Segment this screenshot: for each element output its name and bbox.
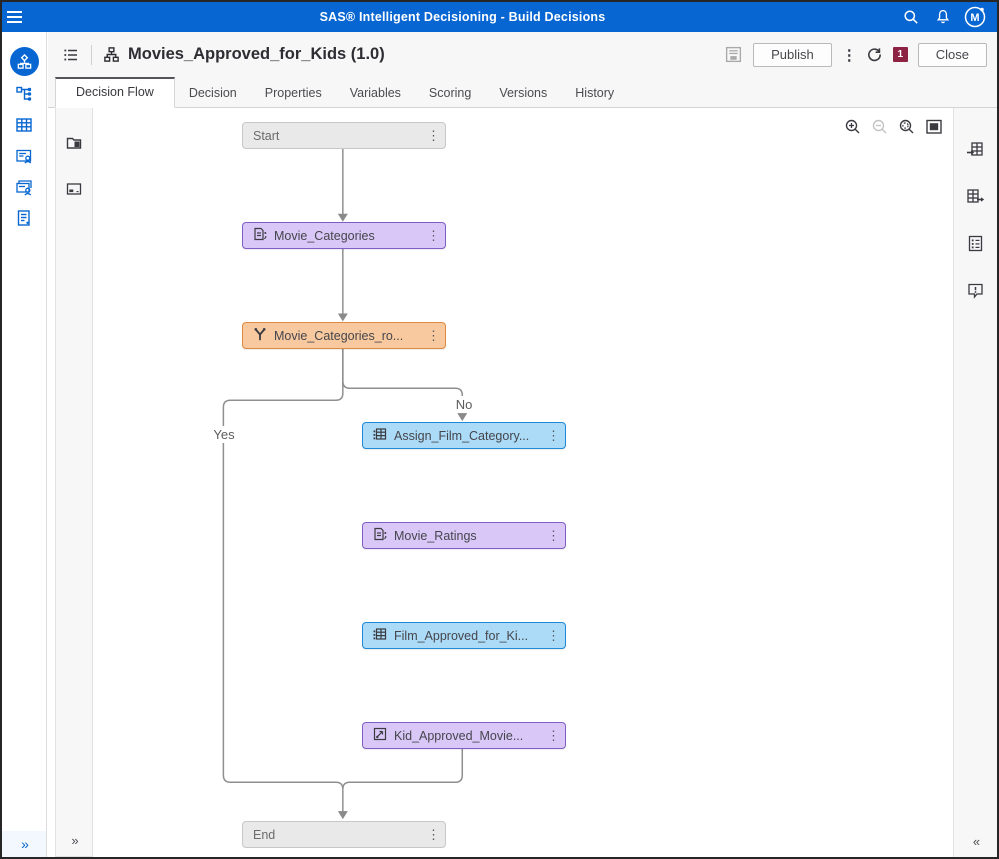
right-panel-collapse-chevrons[interactable]: « bbox=[972, 834, 980, 849]
table-icon bbox=[15, 116, 33, 139]
notes-icon[interactable] bbox=[724, 45, 743, 64]
tab-versions[interactable]: Versions bbox=[499, 86, 548, 100]
page-title: Movies_Approved_for_Kids (1.0) bbox=[128, 45, 385, 63]
tab-scoring[interactable]: Scoring bbox=[428, 86, 472, 100]
sidebar-item-lookup-tables[interactable] bbox=[2, 112, 47, 142]
flow-node-assign-film-category[interactable]: Assign_Film_Category... ⋮ bbox=[362, 422, 566, 449]
ruleset-icon bbox=[373, 427, 387, 444]
node-menu-icon[interactable]: ⋮ bbox=[547, 627, 560, 643]
lookup-table-icon bbox=[253, 227, 267, 244]
node-menu-icon[interactable]: ⋮ bbox=[427, 327, 440, 343]
flow-node-movie-categories[interactable]: Movie_Categories ⋮ bbox=[242, 222, 446, 249]
sidebar-item-rule-sets[interactable] bbox=[2, 143, 47, 173]
flow-node-end[interactable]: End ⋮ bbox=[242, 821, 446, 848]
output-data-icon[interactable] bbox=[966, 187, 985, 206]
lookup-table-icon bbox=[373, 527, 387, 544]
sidebar-expand-chevrons[interactable]: » bbox=[2, 831, 46, 857]
flow-edges bbox=[222, 148, 468, 820]
divider bbox=[91, 44, 92, 65]
zoom-fit-icon[interactable] bbox=[898, 118, 916, 136]
ruleset-card-user-icon bbox=[15, 178, 33, 201]
search-icon[interactable] bbox=[899, 5, 923, 29]
document-icon bbox=[15, 209, 33, 232]
model-icon bbox=[373, 727, 387, 744]
tab-properties[interactable]: Properties bbox=[264, 86, 322, 100]
checkout-cycle-icon[interactable] bbox=[866, 46, 883, 63]
ruleset-icon bbox=[373, 627, 387, 644]
tab-history[interactable]: History bbox=[575, 86, 615, 100]
app-title: SAS® Intelligent Decisioning - Build Dec… bbox=[319, 10, 606, 24]
canvas-toolbar bbox=[844, 118, 943, 136]
branch-icon bbox=[253, 327, 267, 344]
tab-decision-flow[interactable]: Decision Flow bbox=[55, 77, 175, 108]
branch-label-yes: Yes bbox=[206, 426, 242, 443]
tab-variables[interactable]: Variables bbox=[349, 86, 401, 100]
open-list-icon[interactable] bbox=[62, 46, 80, 64]
overview-frame-icon[interactable] bbox=[65, 180, 83, 198]
zoom-out-icon[interactable] bbox=[871, 118, 889, 136]
object-header: Movies_Approved_for_Kids (1.0) Publish ⋮… bbox=[48, 32, 997, 77]
node-menu-icon[interactable]: ⋮ bbox=[427, 826, 440, 842]
flow-node-movie-categories-branch[interactable]: Movie_Categories_ro... ⋮ bbox=[242, 322, 446, 349]
flow-canvas[interactable]: Yes No Start ⋮ Movie_Categories ⋮ bbox=[93, 108, 953, 857]
input-data-icon[interactable] bbox=[966, 140, 985, 159]
node-properties-icon[interactable] bbox=[966, 234, 985, 253]
palette-expand-chevrons[interactable]: » bbox=[71, 833, 78, 848]
sidebar-item-treatments[interactable] bbox=[2, 205, 47, 235]
status-badge[interactable]: 1 bbox=[892, 47, 908, 62]
notifications-bell-icon[interactable] bbox=[931, 5, 955, 29]
publish-button[interactable]: Publish bbox=[753, 42, 832, 67]
decision-icon bbox=[103, 46, 120, 63]
node-menu-icon[interactable]: ⋮ bbox=[427, 127, 440, 143]
flow-node-start[interactable]: Start ⋮ bbox=[242, 122, 446, 149]
svg-text:M: M bbox=[970, 12, 979, 24]
palette-panel: » bbox=[55, 108, 93, 857]
objects-folder-icon[interactable] bbox=[65, 134, 83, 152]
node-menu-icon[interactable]: ⋮ bbox=[547, 427, 560, 443]
tab-decision[interactable]: Decision bbox=[188, 86, 237, 100]
tab-strip: Decision Flow Decision Properties Variab… bbox=[48, 77, 997, 108]
build-decisions-icon bbox=[9, 46, 39, 76]
sidebar-item-build-decisions[interactable] bbox=[2, 44, 47, 78]
right-panel: « bbox=[953, 108, 997, 857]
app-bar: SAS® Intelligent Decisioning - Build Dec… bbox=[2, 2, 997, 32]
hamburger-menu-icon[interactable] bbox=[2, 5, 26, 29]
node-menu-icon[interactable]: ⋮ bbox=[547, 727, 560, 743]
close-button[interactable]: Close bbox=[917, 42, 987, 67]
avatar[interactable]: M bbox=[963, 5, 987, 29]
minimap-icon[interactable] bbox=[925, 118, 943, 136]
main-area: Movies_Approved_for_Kids (1.0) Publish ⋮… bbox=[48, 32, 997, 857]
sidebar-item-rule-flows[interactable] bbox=[2, 174, 47, 204]
node-menu-icon[interactable]: ⋮ bbox=[427, 227, 440, 243]
rule-card-user-icon bbox=[15, 147, 33, 170]
more-options-icon[interactable]: ⋮ bbox=[841, 46, 857, 64]
zoom-in-icon[interactable] bbox=[844, 118, 862, 136]
decision-tree-icon bbox=[15, 85, 33, 108]
flow-node-movie-ratings[interactable]: Movie_Ratings ⋮ bbox=[362, 522, 566, 549]
left-sidebar: » bbox=[2, 32, 47, 857]
flow-node-kid-approved-movie[interactable]: Kid_Approved_Movie... ⋮ bbox=[362, 722, 566, 749]
node-menu-icon[interactable]: ⋮ bbox=[547, 527, 560, 543]
messages-icon[interactable] bbox=[966, 281, 985, 300]
flow-node-film-approved[interactable]: Film_Approved_for_Ki... ⋮ bbox=[362, 622, 566, 649]
sidebar-item-decision-tree[interactable] bbox=[2, 81, 47, 111]
branch-label-no: No bbox=[446, 396, 482, 413]
decision-flow-content: » bbox=[48, 108, 997, 857]
